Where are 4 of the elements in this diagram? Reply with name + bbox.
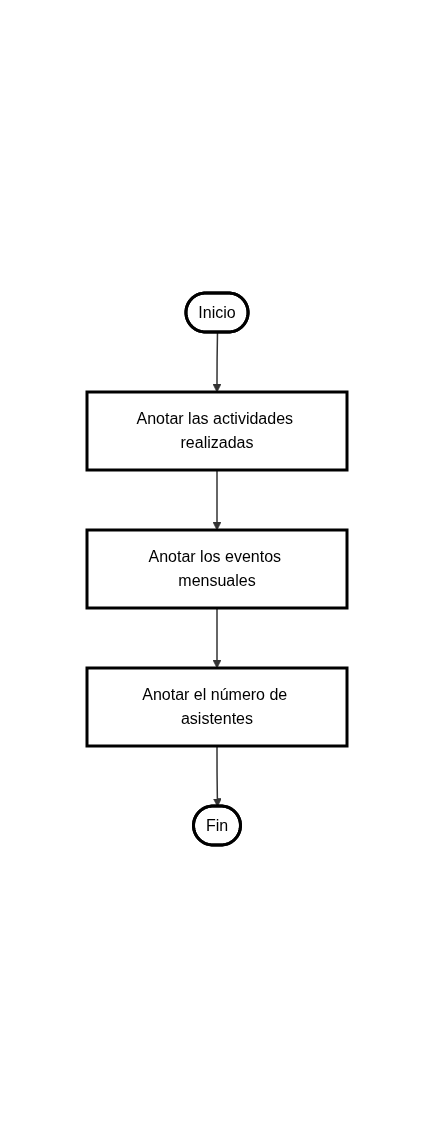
arrow (212, 331, 222, 392)
node-box: Anotar el número de asistentes (85, 666, 349, 747)
node-box: Anotar los eventos mensuales (85, 528, 349, 609)
node-box: Anotar las actividades realizadas (85, 390, 349, 471)
